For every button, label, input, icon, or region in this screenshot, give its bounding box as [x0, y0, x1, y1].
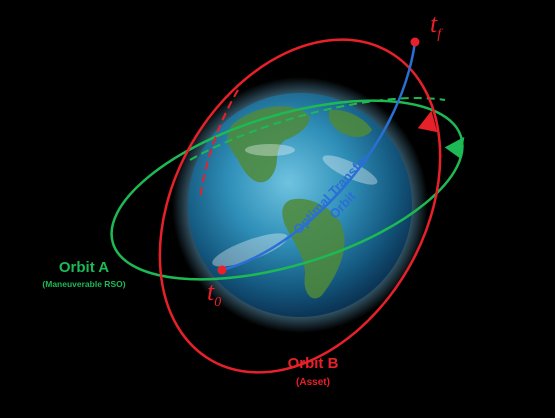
orbit-a-label: Orbit A	[59, 259, 109, 276]
orbit-a-sublabel: (Maneuverable RSO)	[42, 279, 125, 289]
earth-clouds	[212, 144, 378, 267]
tf-label: tf	[430, 9, 443, 42]
t0-label: t0	[207, 277, 221, 310]
transfer-orbit-path	[221, 41, 417, 272]
orbit-a-back	[189, 97, 446, 161]
orbit-a-path	[110, 99, 464, 281]
orbit-b-path	[158, 38, 442, 374]
earth-continents	[227, 106, 372, 299]
orbit-b-back	[199, 89, 239, 201]
orbit-b-label: Orbit B	[288, 355, 339, 372]
orbit-a-arrow	[444, 136, 465, 159]
orbit-b-sublabel: (Asset)	[296, 377, 330, 388]
point-tf	[410, 37, 420, 47]
point-t0	[217, 265, 227, 275]
orbit-b-arrow	[417, 110, 438, 133]
